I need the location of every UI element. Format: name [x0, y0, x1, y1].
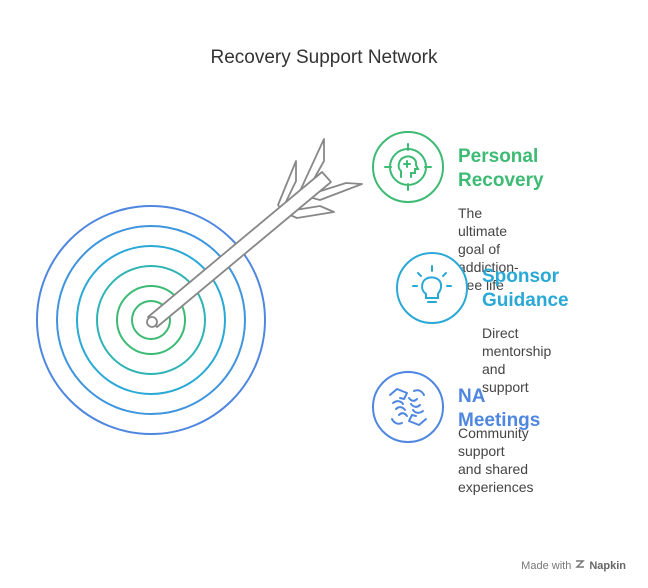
item-desc-line: addiction-free life: [458, 259, 519, 293]
target-ring-2: [56, 225, 246, 415]
item-title-line: Personal: [458, 146, 539, 167]
item-desc-line: and shared: [458, 461, 529, 477]
item-title-line: NA Meetings: [458, 386, 541, 431]
item-desc-line: experiences: [458, 479, 534, 495]
item-circle-sponsor-guidance: [396, 252, 468, 324]
arrow-tip: [146, 316, 158, 328]
item-title-line: Sponsor: [482, 266, 560, 287]
target-ring-3: [76, 245, 226, 395]
item-title-sponsor-guidance: Sponsor Guidance: [482, 265, 569, 313]
item-desc-na-meetings: Community support and shared experiences: [458, 424, 534, 496]
item-desc-line: Community support: [458, 425, 529, 459]
item-desc-line: The ultimate goal of: [458, 205, 508, 257]
item-desc-line: and support: [482, 361, 529, 395]
item-title-line: Recovery: [458, 170, 544, 191]
target-ring-outer: [36, 205, 266, 435]
arrow-fletch-bottom-back: [282, 205, 335, 219]
diagram-title: Recovery Support Network: [210, 47, 438, 68]
item-circle-personal-recovery: [372, 131, 444, 203]
item-desc-sponsor-guidance: Direct mentorship and support: [482, 324, 551, 396]
handshake-icon: [389, 388, 427, 426]
target-bullseye: [131, 300, 171, 340]
footer-brand: Napkin: [589, 559, 626, 572]
item-desc-line: Direct mentorship: [482, 325, 552, 359]
item-title-personal-recovery: Personal Recovery: [458, 145, 544, 193]
target-rings: [36, 205, 266, 435]
target-ring-4: [96, 265, 206, 375]
napkin-watermark: Made with Napkin: [521, 559, 626, 572]
target-ring-5: [116, 285, 186, 355]
footer-prefix: Made with: [521, 559, 572, 572]
item-circle-na-meetings: [372, 371, 444, 443]
napkin-logo-icon: [575, 559, 586, 572]
item-title-na-meetings: NA Meetings: [458, 385, 540, 433]
arrow-fletch-bottom-front: [304, 182, 363, 201]
arrow: [146, 138, 363, 328]
head-target-icon: [384, 143, 432, 191]
lightbulb-icon: [412, 265, 452, 303]
item-desc-personal-recovery: The ultimate goal of addiction-free life: [458, 204, 519, 294]
item-title-line: Guidance: [482, 290, 569, 311]
